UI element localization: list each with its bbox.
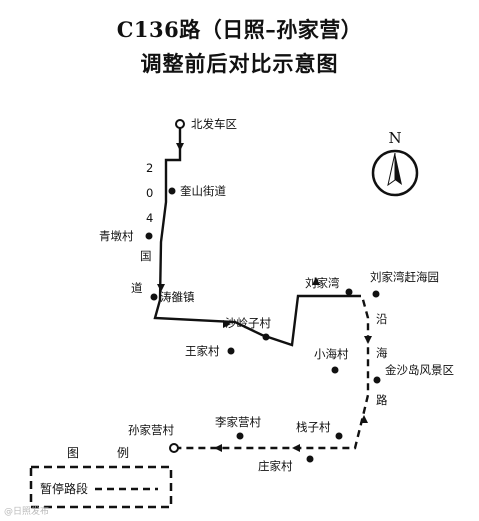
map-title-line2: 调整前后对比示意图 [140, 51, 339, 76]
stop-dot-xiaohai [331, 366, 339, 374]
road-coastal-char-3: 路 [376, 393, 388, 407]
road-204-char-4: 国 [140, 249, 152, 263]
arrow-dashed-down [364, 336, 372, 344]
map-title-line1: C136路（日照–孙家营） [116, 17, 363, 42]
label-zhuangjia: 庄家村 [258, 459, 293, 473]
label-sunjiaying: 孙家营村 [128, 423, 174, 437]
label-zhanzi: 栈子村 [296, 420, 331, 434]
road-204-char-3: 4 [146, 211, 153, 225]
route-solid [153, 127, 354, 347]
label-wangjia: 王家村 [185, 344, 220, 358]
terminal-south [169, 443, 179, 453]
compass-north-label: N [388, 129, 401, 147]
road-coastal-char-2: 海 [376, 346, 388, 360]
stop-dot-zhuangjia [306, 455, 314, 463]
arrow-dashed-up [360, 415, 368, 423]
legend-title-char-2: 例 [117, 446, 129, 460]
road-204-char-2: 0 [146, 186, 153, 200]
label-jinshadao: 金沙岛风景区 [385, 363, 454, 377]
label-kuishan: 奎山街道 [180, 184, 226, 198]
label-xiaohai: 小海村 [314, 347, 349, 361]
label-lijiaying: 李家营村 [215, 415, 261, 429]
label-liujiawan: 刘家湾 [305, 276, 340, 290]
label-taoluo: 涛雒镇 [160, 290, 195, 304]
legend-box [29, 465, 173, 509]
stop-dot-shaling [262, 333, 270, 341]
stop-dot-lijiaying [236, 432, 244, 440]
stop-dot-taoluo [150, 293, 158, 301]
route-dashed [176, 294, 370, 450]
label-beifa: 北发车区 [191, 117, 237, 131]
stop-dot-liujiawan [345, 288, 353, 296]
road-coastal-char-1: 沿 [376, 312, 388, 326]
watermark: @日照发布 [4, 507, 50, 517]
legend-title-char-1: 图 [67, 446, 79, 460]
arrow-dashed-left1 [292, 444, 300, 452]
road-204-char-1: 2 [146, 161, 153, 175]
stop-dot-wangjia [227, 347, 235, 355]
arrow-liujiawan [312, 277, 320, 285]
stop-dot-qingdun [145, 232, 153, 240]
label-park: 刘家湾赶海园 [370, 270, 439, 284]
road-204-char-5: 道 [131, 281, 143, 295]
terminal-north [175, 119, 185, 129]
compass-icon: N [371, 129, 419, 197]
stop-dot-kuishan [168, 187, 176, 195]
stop-dot-zhanzi [335, 432, 343, 440]
label-qingdun: 青墩村 [99, 229, 134, 243]
arrow-dashed-left2 [214, 444, 222, 452]
legend-suspended-label: 暂停路段 [40, 481, 88, 496]
arrow-north [176, 143, 184, 151]
label-shaling: 沙岭子村 [225, 316, 271, 330]
arrow-shaling [223, 320, 231, 328]
arrow-qingdun [157, 284, 165, 292]
stop-dot-park [372, 290, 380, 298]
stop-dot-jinshadao [373, 376, 381, 384]
